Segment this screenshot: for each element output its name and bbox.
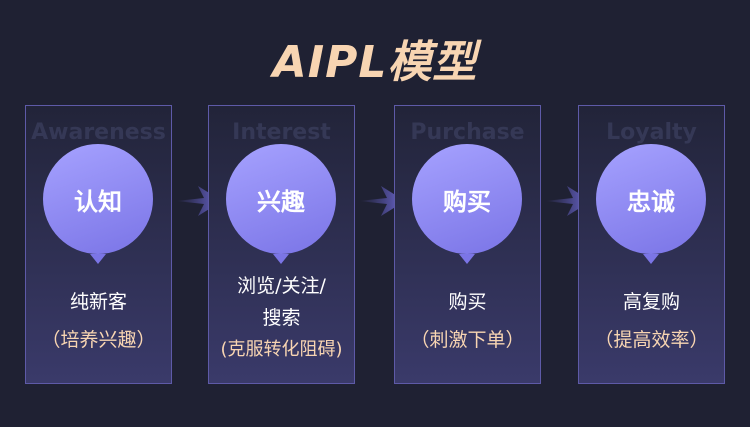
stage-card-loyalty: Loyalty 忠诚 高复购 （提高效率）: [578, 105, 725, 384]
desc-line: 搜索: [262, 307, 301, 329]
stage-english-label: Loyalty: [606, 120, 697, 145]
stage-description: 纯新客 （培养兴趣）: [26, 286, 171, 356]
stage-bubble: 忠诚: [596, 144, 706, 264]
desc-sub: （培养兴趣）: [41, 329, 156, 351]
arrow-right-icon: [359, 186, 405, 216]
page-title: AIPL模型: [272, 37, 478, 88]
desc-line: 购买: [448, 291, 487, 313]
stage-english-label: Awareness: [31, 120, 166, 145]
stage-description: 购买 （刺激下单）: [395, 286, 540, 356]
stage-card-awareness: Awareness 认知 纯新客 （培养兴趣）: [25, 105, 172, 384]
desc-sub: (克服转化阻碍): [220, 339, 343, 360]
desc-line: 高复购: [622, 291, 680, 313]
desc-line: 浏览/关注/: [237, 275, 326, 297]
stage-description: 浏览/关注/ 搜索 (克服转化阻碍): [209, 270, 354, 366]
stage-card-purchase: Purchase 购买 购买 （刺激下单）: [394, 105, 541, 384]
stage-bubble: 认知: [43, 144, 153, 264]
stage-card-interest: Interest 兴趣 浏览/关注/ 搜索 (克服转化阻碍): [208, 105, 355, 384]
stage-english-label: Interest: [232, 120, 331, 145]
desc-sub: （刺激下单）: [410, 329, 525, 351]
desc-sub: （提高效率）: [594, 329, 709, 351]
stage-bubble: 购买: [412, 144, 522, 264]
stage-english-label: Purchase: [410, 120, 525, 145]
stage-bubble: 兴趣: [226, 144, 336, 264]
arrow-right-icon: [176, 186, 222, 216]
stage-description: 高复购 （提高效率）: [579, 286, 724, 356]
desc-line: 纯新客: [69, 291, 127, 313]
arrow-right-icon: [545, 186, 591, 216]
